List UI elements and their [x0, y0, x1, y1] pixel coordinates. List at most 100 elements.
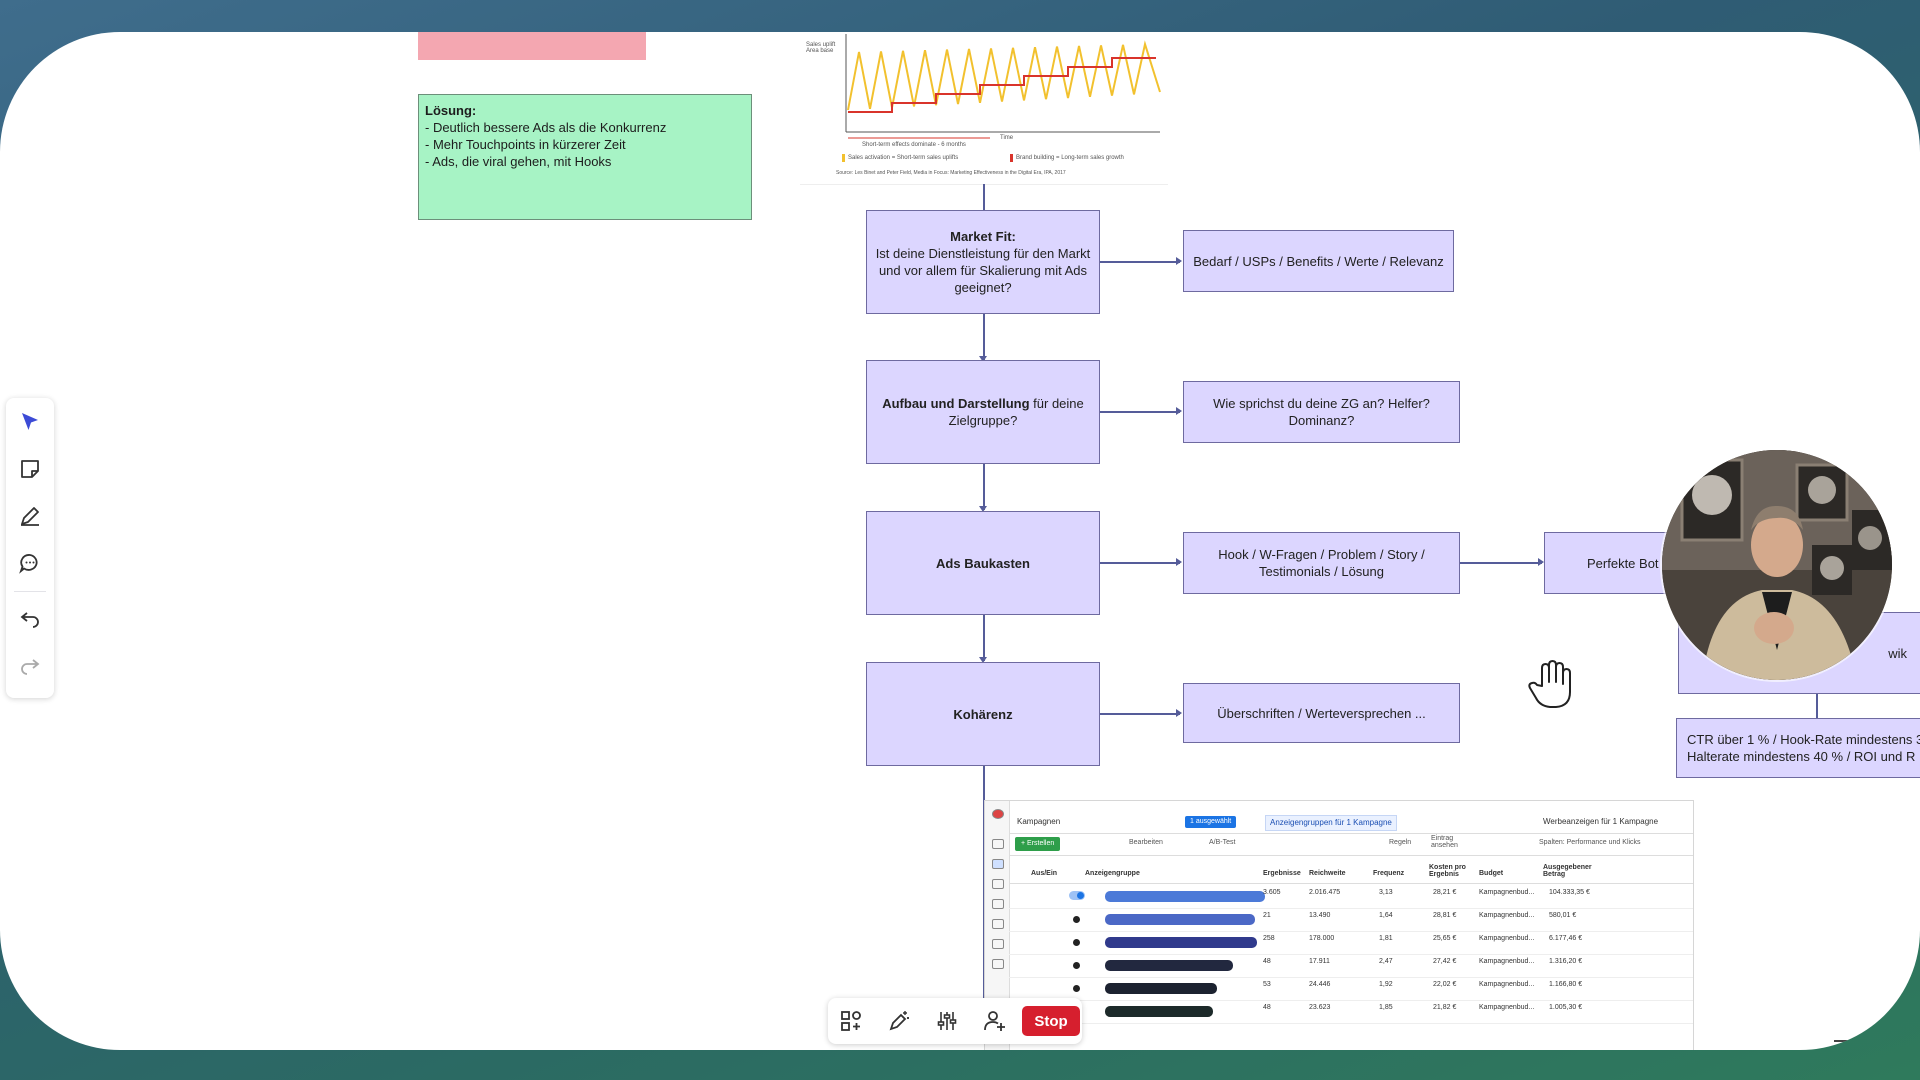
select-arrow-icon [22, 413, 38, 430]
aufbau-bold: Aufbau und Darstellung [882, 396, 1030, 411]
table-cell-reichweite: 2.016.475 [1309, 889, 1341, 896]
market-fit-content: Market Fit: Ist deine Dienstleistung für… [875, 228, 1091, 296]
redacted-name [1105, 937, 1257, 948]
columns-dropdown[interactable]: Spalten: Performance und Klicks [1539, 839, 1641, 846]
flow-node-zielgruppe-ansprache[interactable]: Wie sprichst du deine ZG an? Helfer? Dom… [1183, 381, 1460, 443]
flow-node-bedarf[interactable]: Bedarf / USPs / Benefits / Werte / Relev… [1183, 230, 1454, 292]
zoom-out-icon[interactable] [1834, 1040, 1852, 1042]
table-cell-budget: Kampagnenbud... [1479, 981, 1535, 988]
column-header[interactable]: Ausgegebener Betrag [1543, 864, 1592, 878]
comment-icon [19, 554, 38, 574]
chart-source: Source: Les Binet and Peter Field, Media… [836, 170, 1066, 176]
status-dot[interactable] [1073, 962, 1080, 969]
status-toggle[interactable] [1069, 891, 1085, 900]
rules-button[interactable]: Regeln [1389, 839, 1412, 846]
ads-actions-bar: + Erstellen Bearbeiten A/B-Test Regeln E… [1009, 833, 1693, 856]
redacted-name [1105, 1006, 1213, 1017]
flow-node-aufbau[interactable]: Aufbau und Darstellung für deine Zielgru… [866, 360, 1100, 464]
comment-tool[interactable] [14, 547, 46, 579]
invite-user-button[interactable] [982, 1008, 1008, 1034]
table-cell-reichweite: 13.490 [1309, 912, 1331, 919]
market-fit-text: Ist deine Dienstleistung für den Markt u… [875, 246, 1091, 295]
column-header[interactable]: Frequenz [1373, 870, 1405, 877]
column-header[interactable]: Reichweite [1309, 870, 1346, 877]
table-cell-budget: Kampagnenbud... [1479, 912, 1535, 919]
pen-icon [21, 507, 39, 526]
create-button[interactable]: + Erstellen [1015, 837, 1061, 851]
tab-kampagnen[interactable]: Kampagnen [1017, 817, 1061, 826]
table-cell-kosten: 28,21 € [1433, 889, 1457, 896]
chart-graphic [842, 34, 1161, 162]
column-header[interactable]: Aus/Ein [1031, 870, 1058, 877]
embedded-chart-image[interactable]: Sales uplift Area base Time Short-term e… [800, 32, 1168, 185]
connector [1460, 562, 1542, 564]
table-cell-budget: Kampagnenbud... [1479, 1004, 1535, 1011]
connector [983, 766, 985, 1036]
bedarf-text: Bedarf / USPs / Benefits / Werte / Relev… [1193, 253, 1444, 269]
flow-node-ads-baukasten[interactable]: Ads Baukasten [866, 511, 1100, 615]
flow-node-kpis[interactable]: CTR über 1 % / Hook-Rate mindestens 3 Ha… [1676, 718, 1920, 778]
edit-button[interactable]: Bearbeiten [1129, 839, 1163, 846]
magic-pen-button[interactable] [886, 1008, 912, 1034]
table-cell-reichweite: 17.911 [1309, 958, 1330, 965]
sticky-note-tool[interactable] [14, 453, 46, 485]
flow-node-market-fit[interactable]: Market Fit: Ist deine Dienstleistung für… [866, 210, 1100, 314]
connector-arrow [1176, 407, 1182, 415]
tab-anzeigengruppen[interactable]: Anzeigengruppen für 1 Kampagne [1265, 815, 1397, 831]
status-dot[interactable] [1073, 985, 1080, 992]
status-dot[interactable] [1073, 939, 1080, 946]
flow-node-koharenz[interactable]: Kohärenz [866, 662, 1100, 766]
sticky-note-solution[interactable]: Lösung: - Deutlich bessere Ads als die K… [418, 94, 752, 220]
table-cell-budget: Kampagnenbud... [1479, 889, 1535, 896]
connector-arrow [979, 356, 987, 362]
chart-axis-label: Time [1000, 135, 1014, 141]
undo-icon [20, 612, 39, 628]
settings-sliders-button[interactable] [934, 1008, 960, 1034]
ads-manager-screenshot[interactable]: Kampagnen 1 ausgewählt Anzeigengruppen f… [984, 800, 1694, 1050]
stop-button[interactable]: Stop [1022, 1006, 1080, 1036]
table-cell-budget: Kampagnenbud... [1479, 935, 1535, 942]
connector [1100, 411, 1180, 413]
redo-button[interactable] [14, 651, 46, 683]
sticky-note-icon [21, 460, 39, 478]
table-cell-kosten: 21,82 € [1433, 1004, 1457, 1011]
selected-badge[interactable]: 1 ausgewählt [1185, 816, 1237, 828]
ctr-text: CTR über 1 % / Hook-Rate mindestens 3 [1687, 732, 1920, 747]
koharenz-title: Kohärenz [953, 706, 1013, 722]
sticky-note-line: - Ads, die viral gehen, mit Hooks [425, 154, 612, 169]
table-cell-kosten: 27,42 € [1433, 958, 1457, 965]
connector-arrow [979, 506, 987, 512]
table-cell-ergebnisse: 53 [1263, 981, 1271, 988]
add-user-icon [984, 1011, 1005, 1031]
webcam-overlay[interactable] [1662, 450, 1892, 680]
ab-test-button[interactable]: A/B-Test [1209, 839, 1236, 846]
sticky-note-pink[interactable] [418, 32, 646, 60]
shapes-button[interactable] [838, 1008, 864, 1034]
tag-icon [992, 919, 1004, 929]
column-header[interactable]: Budget [1479, 870, 1504, 877]
flow-node-werteversprechen[interactable]: Überschriften / Werteversprechen ... [1183, 683, 1460, 743]
column-header[interactable]: Kosten pro Ergebnis [1429, 864, 1466, 878]
status-dot[interactable] [1073, 916, 1080, 923]
table-cell-ausgegeben: 580,01 € [1549, 912, 1577, 919]
tab-werbeanzeigen[interactable]: Werbeanzeigen für 1 Kampagne [1543, 817, 1659, 826]
presenter-video [1662, 450, 1892, 680]
undo-button[interactable] [14, 604, 46, 636]
column-header[interactable]: Ergebnisse [1263, 870, 1301, 877]
pen-tool[interactable] [14, 500, 46, 532]
connector [1100, 562, 1180, 564]
flow-node-hook-elements[interactable]: Hook / W-Fragen / Problem / Story / Test… [1183, 532, 1460, 594]
connector [1100, 261, 1180, 263]
view-entry-button[interactable]: Eintrag ansehen [1431, 835, 1458, 849]
table-cell-frequenz: 2,47 [1379, 958, 1393, 965]
column-header[interactable]: Anzeigengruppe [1085, 870, 1140, 877]
table-cell-reichweite: 24.446 [1309, 981, 1331, 988]
select-tool[interactable] [14, 406, 46, 438]
whiteboard-canvas[interactable]: Lösung: - Deutlich bessere Ads als die K… [0, 32, 1920, 1050]
